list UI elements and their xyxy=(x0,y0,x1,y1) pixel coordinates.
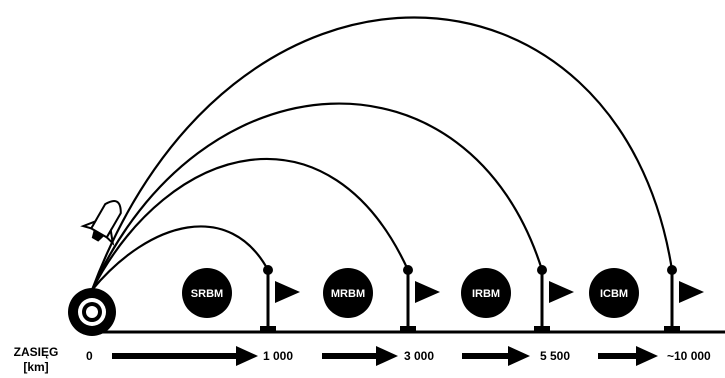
arrow-right-icon-4 xyxy=(598,346,658,366)
flag-icon-srbm xyxy=(260,265,300,332)
tick-label-5500: 5 500 xyxy=(540,349,570,363)
axis-label-line2: [km] xyxy=(23,360,48,374)
trajectory-irbm xyxy=(90,102,544,291)
class-badge-mrbm: MRBM xyxy=(323,268,373,318)
class-badge-srbm: SRBM xyxy=(182,268,232,318)
class-label-icbm: ICBM xyxy=(600,288,628,300)
axis-label-line1: ZASIĘG xyxy=(14,345,59,359)
tick-label-1000: 1 000 xyxy=(263,349,293,363)
trajectory-mrbm xyxy=(91,158,409,291)
class-label-srbm: SRBM xyxy=(191,288,223,300)
class-label-mrbm: MRBM xyxy=(331,288,365,300)
target-icon xyxy=(68,288,116,336)
trajectories xyxy=(90,16,674,291)
tick-label-3000: 3 000 xyxy=(404,349,434,363)
tick-label-0: 0 xyxy=(86,349,93,363)
flag-icon-mrbm xyxy=(400,265,440,332)
tick-label-10000: ~10 000 xyxy=(667,349,711,363)
arrow-right-icon-3 xyxy=(462,346,530,366)
arrow-right-icon-2 xyxy=(322,346,398,366)
class-label-irbm: IRBM xyxy=(472,288,500,300)
class-badge-irbm: IRBM xyxy=(461,268,511,318)
trajectory-icbm xyxy=(90,16,674,291)
flag-icon-icbm xyxy=(664,265,704,332)
flag-icon-irbm xyxy=(534,265,574,332)
rocket-icon xyxy=(80,200,122,246)
trajectory-srbm xyxy=(91,225,269,291)
arrow-right-icon-1 xyxy=(112,346,258,366)
class-badge-icbm: ICBM xyxy=(589,268,639,318)
